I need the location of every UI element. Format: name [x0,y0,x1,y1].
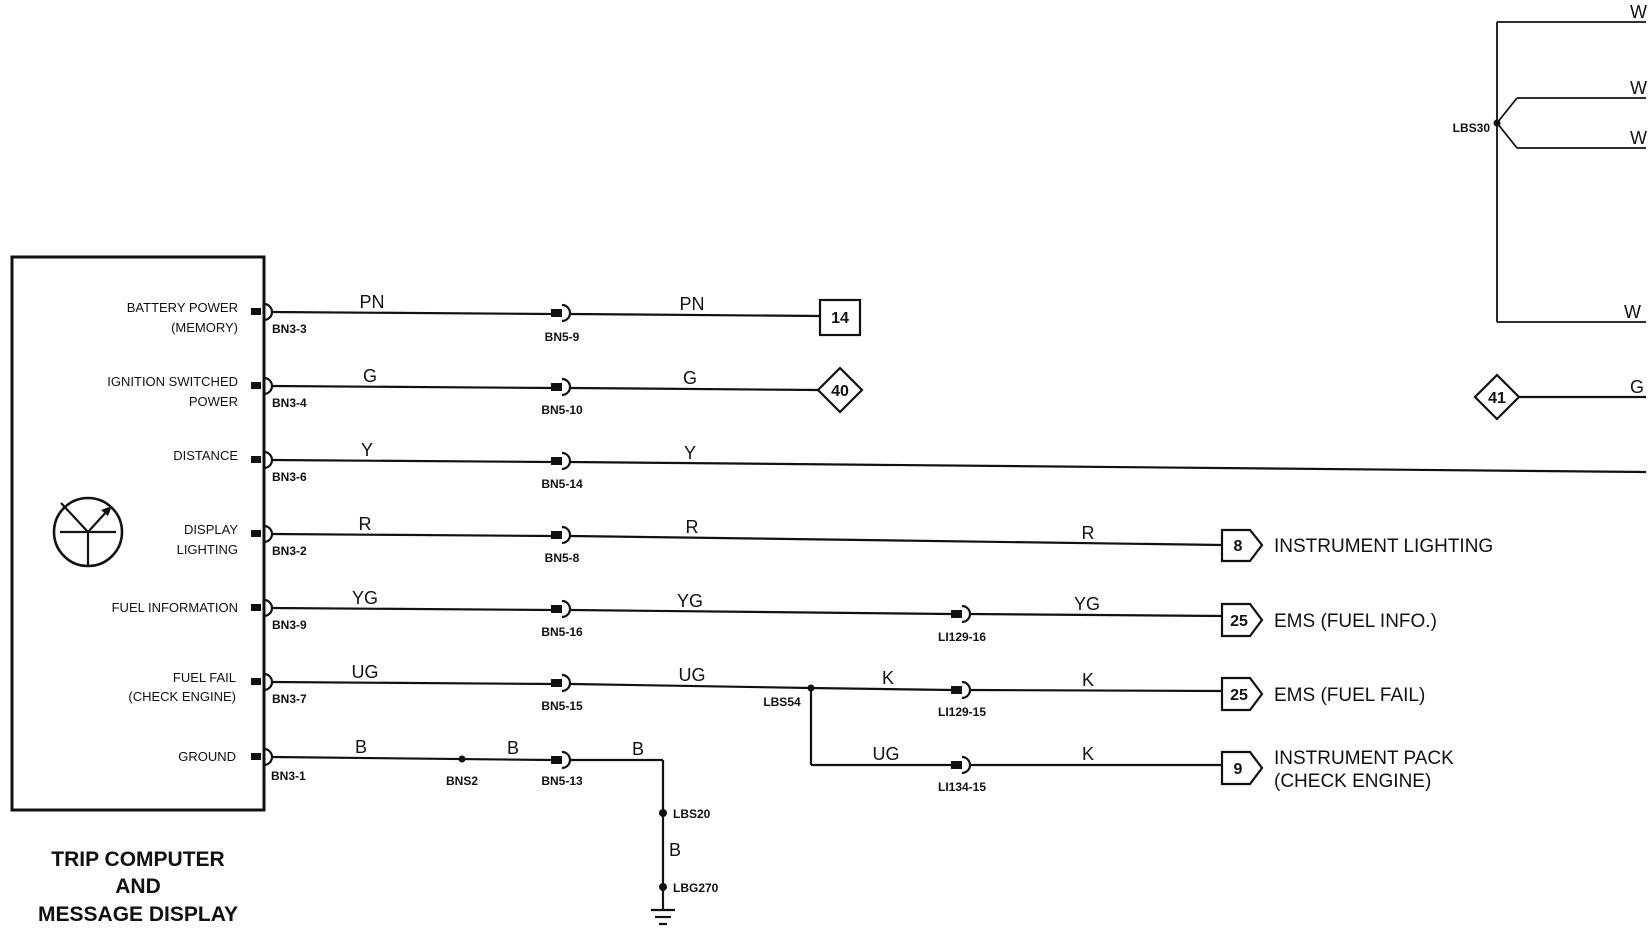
pin-row-fuel-fail: FUEL FAIL (CHECK ENGINE) UG UG LBS54 K K… [128,662,1223,719]
pin-code: BN3-2 [272,544,307,558]
destination-label: INSTRUMENT PACK [1274,748,1454,769]
splice-code: BNS2 [446,774,478,788]
wire-color: W [1630,2,1647,22]
ground-chain: LBS20 B LBG270 [651,807,719,926]
branch-check-engine: UG K LI134-15 [809,688,1222,794]
pin-row-ground: GROUND B B B BN3-1 BNS2 BN5-13 [178,737,665,887]
pin-label: (MEMORY) [171,320,238,335]
splice-code: LBS54 [763,695,801,709]
wire-color: K [882,668,894,688]
ref-box-14: 14 [818,298,862,337]
wire-color: W [1624,302,1641,322]
pin-row-distance: DISTANCE Y Y BN3-6 BN5-14 [173,440,1647,491]
connector-code: BN5-15 [541,699,583,713]
ref-number: 25 [1230,687,1248,704]
pin-code: BN3-1 [271,769,306,783]
pin-code: BN3-6 [272,470,307,484]
destination-label: EMS (FUEL INFO.) [1274,611,1437,632]
pin-row-fuel-information: FUEL INFORMATION YG YG YG BN3-9 BN5-16 L… [112,588,1223,644]
component-title-line1: TRIP COMPUTER [51,848,224,871]
connector-code: BN5-8 [545,551,580,565]
pin-label: (CHECK ENGINE) [128,689,236,704]
connector-code: BN5-10 [541,403,583,417]
component-title-line3: MESSAGE DISPLAY [38,903,238,926]
trip-computer-module [10,255,266,812]
wire-color: G [683,368,697,388]
wire-color: B [669,840,681,860]
wire-color: PN [679,294,704,314]
wire-color: R [359,514,372,534]
wire-color: Y [684,443,696,463]
destination-ems-fuel-info: 25 EMS (FUEL INFO.) [1220,602,1437,638]
connector-code: LI129-15 [938,705,986,719]
wire-color: UG [352,662,379,682]
wire-color: K [1082,744,1094,764]
gauge-icon [52,496,124,568]
destination-instrument-pack: 9 INSTRUMENT PACK (CHECK ENGINE) [1220,748,1454,792]
connector-code: LI129-16 [938,630,986,644]
wire-color: W [1630,78,1647,98]
ref-number: 14 [831,310,849,327]
pin-code: BN3-3 [272,322,307,336]
pin-row-ignition-switched: IGNITION SWITCHED POWER G G BN3-4 BN5-10… [107,366,864,417]
splice-code: LBS30 [1453,121,1491,135]
connector-code: BN5-16 [541,625,583,639]
ground-code: LBG270 [673,881,719,895]
pin-label: DISPLAY [184,522,238,537]
wire-color: PN [359,292,384,312]
wire-color: YG [677,591,703,611]
wire-color: B [632,739,644,759]
ref-number: 40 [831,383,849,400]
destination-label: EMS (FUEL FAIL) [1274,685,1425,706]
wire-color: YG [352,588,378,608]
destination-label: INSTRUMENT LIGHTING [1274,536,1493,557]
wire-color: YG [1074,594,1100,614]
connector-code: BN5-13 [541,774,583,788]
wire-color: W [1630,128,1647,148]
wire-color: K [1082,670,1094,690]
wire-color: B [507,738,519,758]
ref-number: 41 [1488,390,1506,407]
pin-label: POWER [189,394,238,409]
pin-label: FUEL INFORMATION [112,600,238,615]
splice-code: LBS20 [673,807,711,821]
wire-color: G [363,366,377,386]
connector-code: BN5-14 [541,477,583,491]
pin-code: BN3-4 [272,396,307,410]
ground-symbol [651,887,675,926]
pin-code: BN3-9 [272,618,307,632]
pin-code: BN3-7 [272,692,307,706]
pin-label: DISTANCE [173,448,238,463]
component-title-line2: AND [115,875,161,898]
top-right-section: LBS30 W W W W 41 G [1453,2,1647,421]
destination-label: (CHECK ENGINE) [1274,771,1431,792]
wire-color: Y [361,440,373,460]
pin-label: GROUND [178,749,236,764]
pin-row-display-lighting: DISPLAY LIGHTING R R R BN3-2 BN5-8 [177,514,1223,565]
wire-color: G [1630,377,1644,397]
ref-number: 8 [1234,538,1243,555]
destination-ems-fuel-fail: 25 EMS (FUEL FAIL) [1220,676,1425,712]
pin-label: LIGHTING [177,542,238,557]
ref-diamond-40: 40 [816,366,864,414]
pin-label: FUEL FAIL [173,670,236,685]
ref-number: 25 [1230,613,1248,630]
connector-code: BN5-9 [545,330,580,344]
pin-label: IGNITION SWITCHED [107,374,238,389]
wire-color: R [1082,523,1095,543]
wire-color: R [686,517,699,537]
ref-number: 9 [1234,761,1243,778]
destination-instrument-lighting: 8 INSTRUMENT LIGHTING [1220,528,1493,563]
ref-diamond-41: 41 [1473,373,1521,421]
wire-color: UG [679,665,706,685]
connector-code: LI134-15 [938,780,986,794]
pin-row-battery-power: BATTERY POWER (MEMORY) PN PN BN3-3 BN5-9… [127,292,862,344]
wire-color: B [355,737,367,757]
pin-label: BATTERY POWER [127,300,238,315]
wire-color: UG [873,744,900,764]
